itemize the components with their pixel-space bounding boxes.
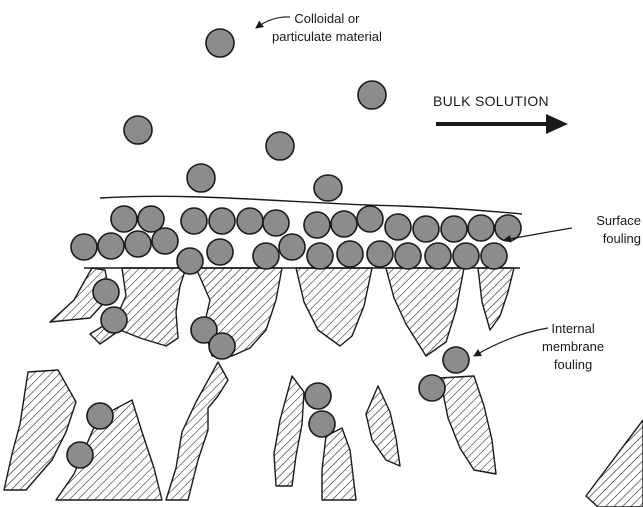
cake-particle	[98, 233, 124, 259]
pore-particle	[101, 307, 127, 333]
membrane-segment	[4, 370, 76, 490]
bulk-solution-label: BULK SOLUTION	[433, 92, 549, 110]
bulk-particle	[206, 29, 234, 57]
cake-particle	[263, 210, 289, 236]
membrane-segment	[322, 428, 356, 500]
pore-particle	[209, 333, 235, 359]
cake-particle	[209, 208, 235, 234]
membrane-segment	[166, 362, 228, 500]
membrane-segment	[440, 376, 496, 474]
membrane-segment	[386, 268, 464, 356]
cake-particle	[385, 214, 411, 240]
bulk-particle	[187, 164, 215, 192]
cake-layer-outline	[100, 196, 522, 214]
surface-fouling-label: Surface fouling	[585, 212, 641, 248]
cake-particle	[111, 206, 137, 232]
cake-particle	[425, 243, 451, 269]
pore-particle	[309, 411, 335, 437]
pore-particle	[419, 375, 445, 401]
internal-label-line1: Internal	[542, 320, 604, 338]
bulk-particle	[124, 116, 152, 144]
cake-particle	[307, 243, 333, 269]
cake-particle	[181, 208, 207, 234]
cake-particle	[337, 241, 363, 267]
cake-particle	[453, 243, 479, 269]
cake-particle	[367, 241, 393, 267]
membrane-segment	[478, 268, 514, 330]
pore-particle	[93, 279, 119, 305]
cake-particle	[468, 215, 494, 241]
membrane-segment	[366, 386, 400, 466]
pore-particle	[67, 442, 93, 468]
membrane-segment	[274, 376, 304, 486]
cake-particle	[357, 206, 383, 232]
cake-particle	[177, 248, 203, 274]
colloidal-material-label: Colloidal or particulate material	[272, 10, 382, 46]
membrane-segment	[296, 268, 372, 346]
cake-particle	[71, 234, 97, 260]
pore-particle	[443, 347, 469, 373]
cake-particle	[331, 211, 357, 237]
bulk-flow-arrow	[436, 114, 568, 134]
cake-particle	[253, 243, 279, 269]
bulk-particle	[314, 175, 342, 201]
cake-particle	[304, 212, 330, 238]
cake-particle	[395, 243, 421, 269]
cake-particle	[125, 231, 151, 257]
cake-particle	[481, 243, 507, 269]
pore-particle	[305, 383, 331, 409]
colloidal-label-line1: Colloidal or	[272, 10, 382, 28]
internal-label-line3: fouling	[542, 356, 604, 374]
cake-particle	[207, 239, 233, 265]
bulk-particle	[266, 132, 294, 160]
pore-particle	[87, 403, 113, 429]
surface-label-line2: fouling	[585, 230, 641, 248]
internal-leader-arrow	[474, 328, 548, 356]
cake-particle	[413, 216, 439, 242]
bulk-particle	[358, 81, 386, 109]
membrane-segment	[586, 420, 643, 507]
cake-particle	[441, 216, 467, 242]
cake-particle	[152, 228, 178, 254]
cake-particle	[237, 208, 263, 234]
internal-label-line2: membrane	[542, 338, 604, 356]
colloidal-label-line2: particulate material	[272, 28, 382, 46]
cake-particle	[279, 234, 305, 260]
surface-label-line1: Surface	[585, 212, 641, 230]
internal-fouling-label: Internal membrane fouling	[542, 320, 604, 374]
